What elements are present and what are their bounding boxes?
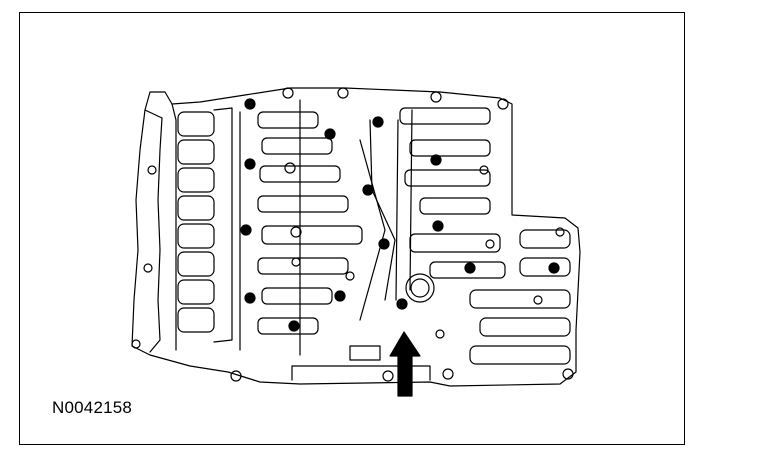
left-spool-column bbox=[177, 107, 233, 343]
round-port bbox=[405, 273, 435, 303]
right-lower-valve-bores bbox=[469, 229, 571, 365]
valve-body-outline bbox=[131, 87, 581, 387]
filled-bolts bbox=[240, 98, 560, 332]
center-valve-bores bbox=[239, 99, 396, 356]
lower-channel bbox=[291, 345, 431, 381]
left-flange bbox=[144, 109, 163, 353]
right-upper-valve-bores bbox=[395, 107, 506, 301]
bolt-heads bbox=[131, 87, 574, 382]
figure-id-label: N0042158 bbox=[52, 398, 133, 417]
arrow-up-icon bbox=[389, 331, 421, 397]
